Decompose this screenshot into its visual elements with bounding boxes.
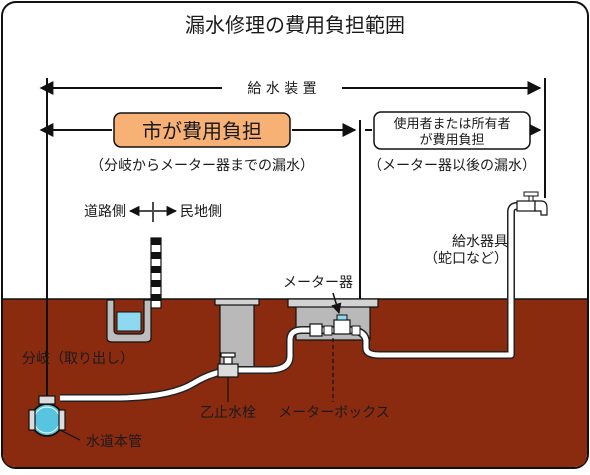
water-meter-icon	[309, 314, 361, 337]
branch-label: 分岐（取り出し）	[22, 351, 134, 367]
service-pipe	[60, 202, 518, 402]
fixture-label-line2: （蛇口など）	[424, 251, 508, 267]
supply-equipment-label: 給 水 装 置	[247, 81, 316, 97]
private-side-label: 民地側	[180, 204, 222, 220]
owner-cost-note: （メーター器以後の漏水）	[368, 158, 536, 174]
meter-box-label: メーターボックス	[278, 405, 390, 421]
page-title: 漏水修理の費用負担範囲	[185, 13, 405, 37]
faucet-icon	[516, 191, 548, 216]
owner-cost-label-line2: が費用負担	[419, 133, 484, 148]
owner-cost-label-line1: 使用者または所有者	[393, 116, 510, 132]
stop-valve-label: 乙止水栓	[200, 405, 256, 421]
city-cost-label: 市が費用負担	[142, 119, 262, 143]
water-main-label: 水道本管	[86, 434, 142, 450]
city-cost-badge	[113, 112, 291, 148]
owner-cost-badge	[373, 111, 531, 150]
boundary-post-icon	[150, 237, 162, 309]
city-cost-note: （分岐からメーター器までの漏水）	[90, 158, 314, 174]
road-gutter-icon	[106, 299, 152, 343]
water-main-leader	[59, 429, 81, 441]
meter-pointer	[331, 292, 342, 315]
road-side-label: 道路側	[84, 204, 126, 220]
stop-valve-icon	[217, 352, 239, 378]
water-main-icon	[28, 395, 66, 437]
meter-label: メーター器	[283, 275, 353, 291]
fixture-label-line1: 給水器具	[452, 234, 508, 250]
